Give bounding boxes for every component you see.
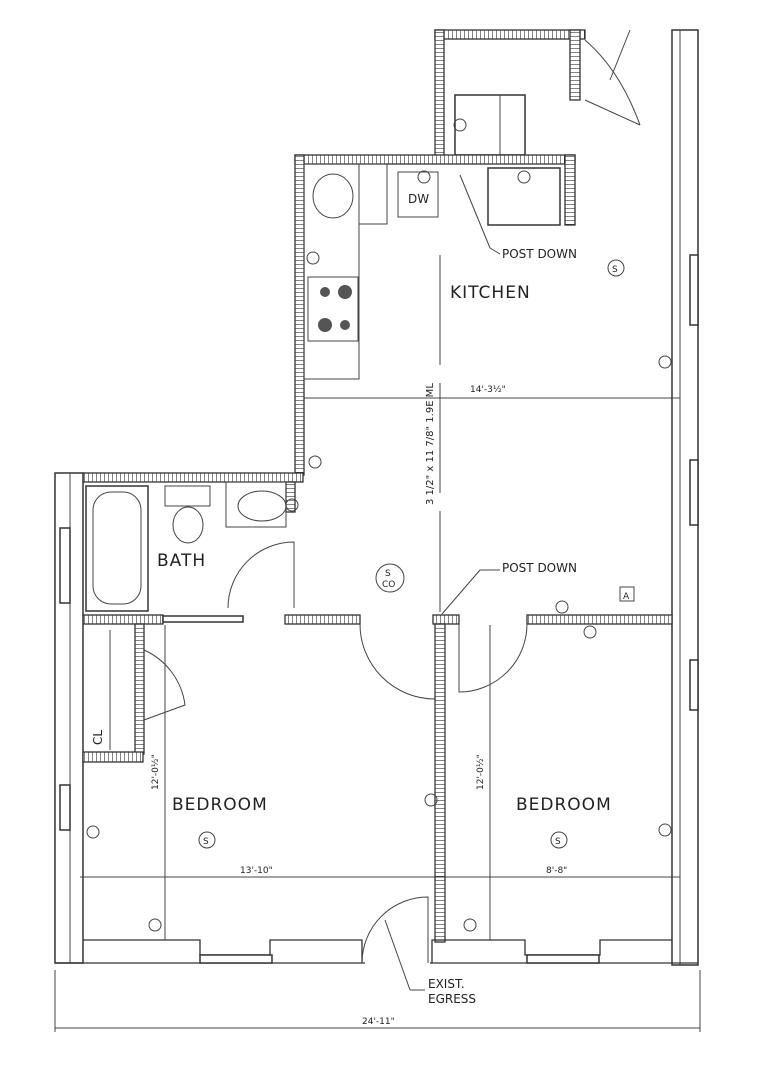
bedroom-top-walls	[82, 614, 673, 700]
svg-text:S: S	[612, 265, 618, 275]
bedroom-left-width-dimension: 13'-10"	[240, 866, 273, 876]
closet	[82, 623, 186, 763]
refrigerator	[487, 167, 561, 226]
outlet-icons	[86, 118, 672, 932]
dishwasher-label: DW	[408, 192, 429, 206]
post-down-top-label: POST DOWN	[502, 247, 577, 261]
kitchen-width-dimension: 14'-3½"	[470, 385, 506, 395]
center-partition	[434, 623, 446, 943]
beam-label: 3 1/2" x 11 7/8" 1.9E ML	[425, 383, 436, 505]
bedroom-right-label: BEDROOM	[516, 795, 612, 815]
svg-text:A: A	[623, 592, 630, 602]
svg-text:S: S	[385, 569, 391, 579]
exterior-wall-bottom	[55, 896, 698, 964]
smoke-detector-kitchen: S	[607, 259, 625, 277]
svg-text:CO: CO	[382, 580, 395, 590]
bath-walls	[82, 472, 304, 612]
bath-label: BATH	[157, 551, 206, 571]
exterior-wall-left	[54, 472, 84, 964]
closet-label: CL	[91, 730, 105, 745]
kitchen-label: KITCHEN	[450, 283, 531, 303]
bathtub	[85, 485, 149, 612]
entry-walls	[434, 29, 641, 161]
bedroom-left-depth-dimension: 12'-0½"	[151, 754, 161, 790]
smoke-detector-bedroom-left: S	[198, 831, 216, 849]
detail-tag	[619, 586, 635, 602]
dishwasher	[397, 171, 439, 218]
smoke-co-detector: S CO	[375, 563, 405, 593]
egress-label-line1: EXIST.	[428, 977, 465, 991]
bedroom-right-depth-dimension: 12'-0½"	[476, 754, 486, 790]
svg-text:S: S	[203, 837, 209, 847]
egress-label-line2: EGRESS	[428, 992, 476, 1006]
exterior-wall-right	[671, 29, 699, 966]
smoke-detector-bedroom-right: S	[550, 831, 568, 849]
svg-text:S: S	[555, 837, 561, 847]
bedroom-right-width-dimension: 8'-8"	[546, 866, 567, 876]
bedroom-left-label: BEDROOM	[172, 795, 268, 815]
post-down-center-label: POST DOWN	[502, 561, 577, 575]
range	[307, 276, 359, 342]
overall-width-dimension: 24'-11"	[362, 1017, 395, 1027]
